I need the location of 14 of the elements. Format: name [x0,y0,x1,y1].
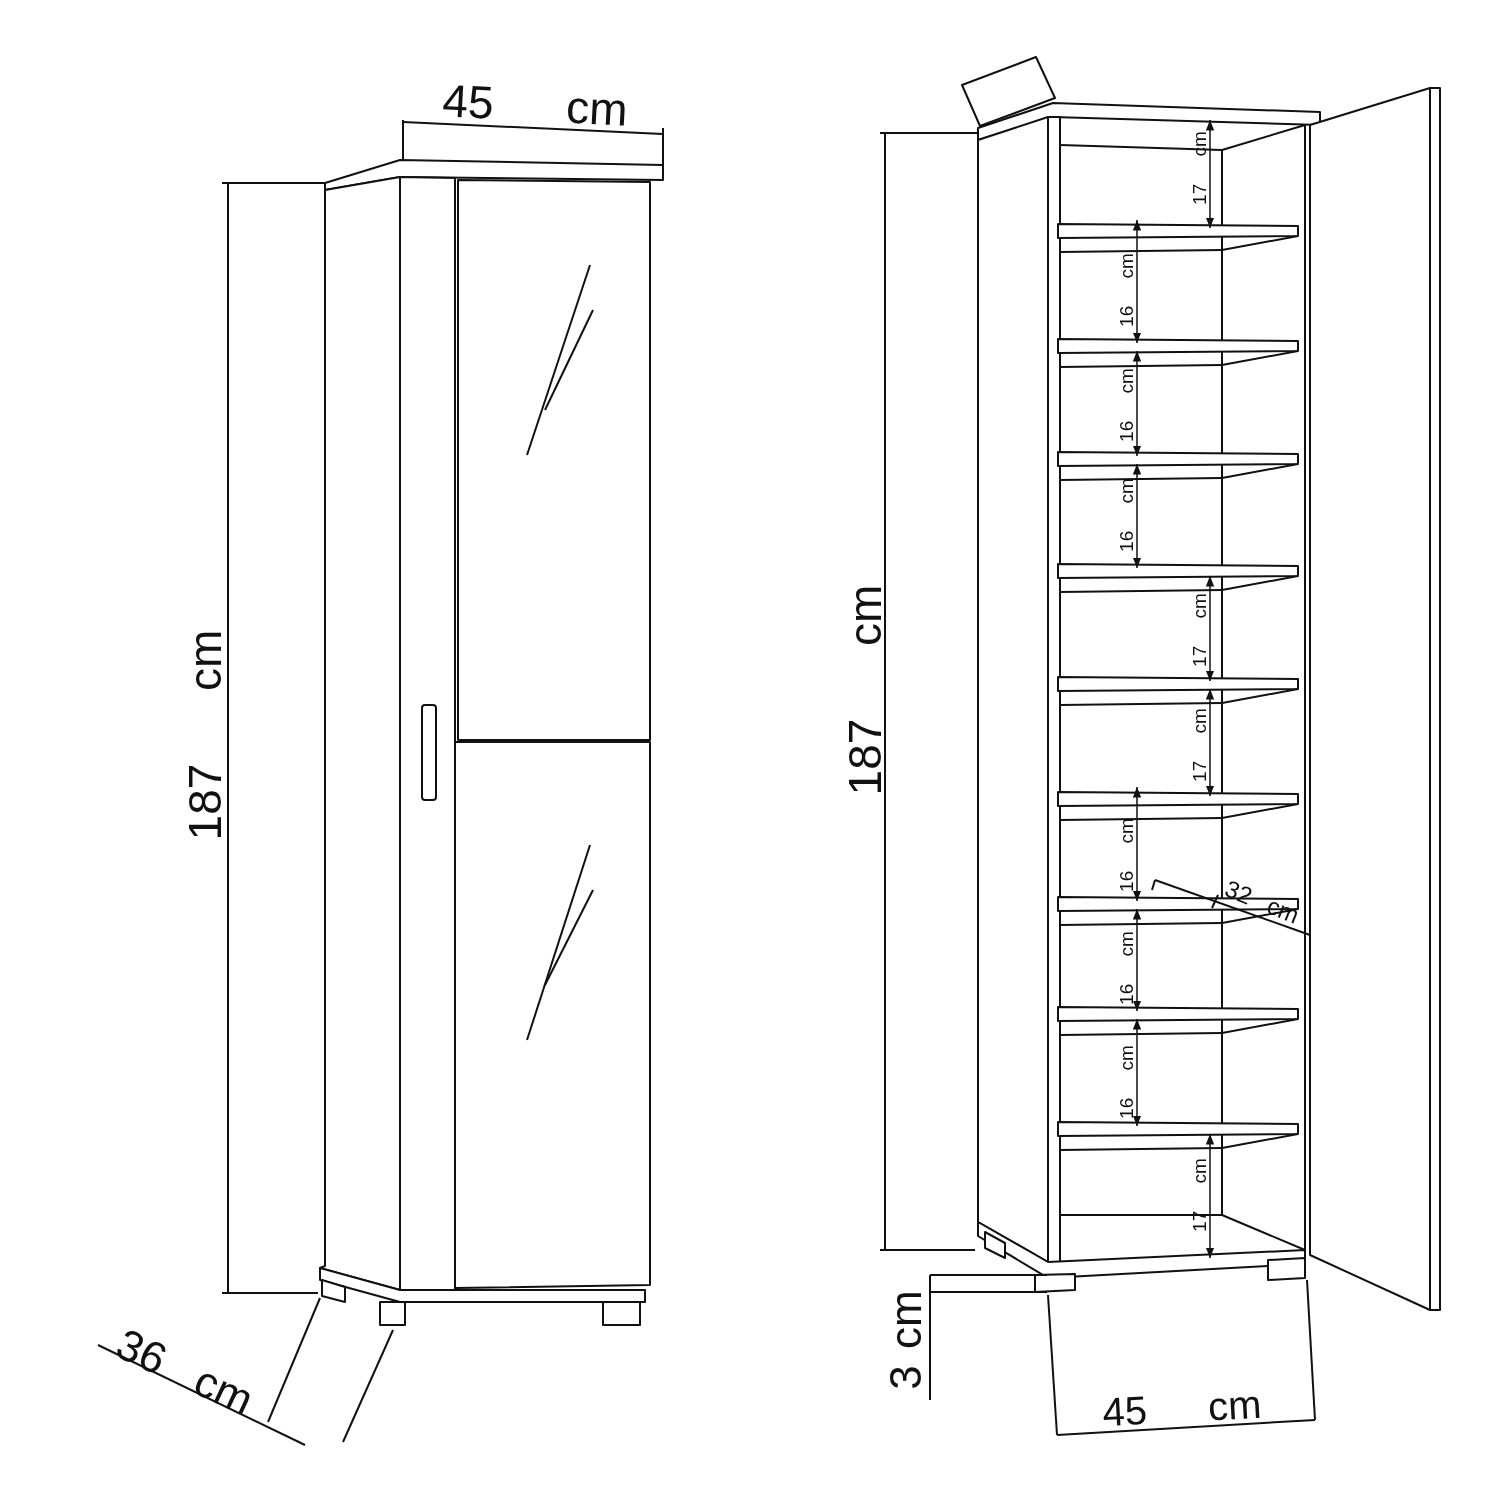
dimension-label: 16 cm [1116,368,1136,442]
dimension-label: 187 cm [182,629,228,841]
dimension-label: 16 cm [1116,1045,1136,1119]
dimension-label: 16 cm [1116,818,1136,892]
dimension-label: 45 cm [441,77,629,133]
dimension-label: 16 cm [1116,253,1136,327]
dimension-label: 187 cm [842,584,888,796]
dimension-label: 17 cm [1189,593,1209,667]
dimension-label: 16 cm [1116,931,1136,1005]
dimension-label: 16 cm [1116,478,1136,552]
dimension-label: 17 cm [1189,131,1209,205]
dimension-label: 3 cm [884,1290,928,1390]
dimension-label: 17 cm [1189,708,1209,782]
dimension-label: 45 cm [1101,1383,1263,1433]
